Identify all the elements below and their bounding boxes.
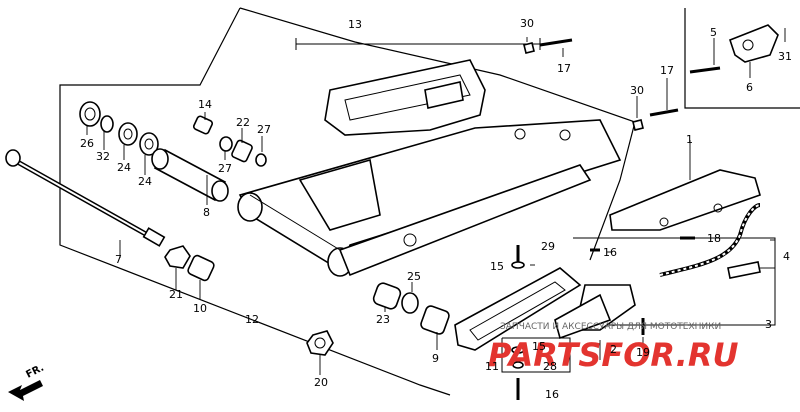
callout-24-b: 24 <box>138 175 152 188</box>
nut-and-cap <box>164 245 215 282</box>
callout-29: 29 <box>541 240 555 253</box>
callout-6: 6 <box>746 81 753 94</box>
callout-17-upper: 17 <box>557 62 571 75</box>
watermark-tagline: ЗАПЧАСТИ И АКСЕССУАРЫ ДЛЯ МОТОТЕХНИКИ <box>500 322 721 332</box>
chain-guide <box>554 284 636 340</box>
callout-labels: 1 2 3 4 5 6 7 8 9 10 11 12 13 14 15 15 1… <box>80 17 792 401</box>
callout-16-upper: 16 <box>603 246 617 259</box>
callout-8: 8 <box>203 206 210 219</box>
callout-28: 28 <box>543 360 557 373</box>
callout-10: 10 <box>193 302 207 315</box>
pivot-axle <box>5 149 166 247</box>
callout-26: 26 <box>80 137 94 150</box>
watermark-logo: PARTSFOR.RU <box>488 336 738 374</box>
callout-25: 25 <box>407 270 421 283</box>
chain-case <box>609 169 761 231</box>
callout-22: 22 <box>236 116 250 129</box>
callout-27-a: 27 <box>257 123 271 136</box>
callout-23: 23 <box>376 313 390 326</box>
callout-1: 1 <box>686 133 693 146</box>
leader-lines <box>86 28 786 375</box>
callout-15-lower: 15 <box>532 340 546 353</box>
pivot-collar <box>151 148 229 202</box>
lower-collars <box>372 282 450 335</box>
callout-11: 11 <box>485 360 499 373</box>
callout-14: 14 <box>198 98 212 111</box>
bolts <box>511 38 721 400</box>
callout-16-lower: 16 <box>545 388 559 401</box>
callout-24-a: 24 <box>117 161 131 174</box>
callout-21: 21 <box>169 288 183 301</box>
detail-box-15-28 <box>501 337 571 373</box>
chain-adjuster <box>729 24 779 63</box>
callout-30-a: 30 <box>520 17 534 30</box>
callout-5: 5 <box>710 26 717 39</box>
drive-chain <box>659 203 761 277</box>
callout-4: 4 <box>783 250 790 263</box>
callout-31: 31 <box>778 50 792 63</box>
callout-12: 12 <box>245 313 259 326</box>
swingarm-body <box>237 59 622 277</box>
callout-13: 13 <box>348 18 362 31</box>
callout-20: 20 <box>314 376 328 389</box>
callout-30-b: 30 <box>630 84 644 97</box>
bushings-upper <box>192 115 267 167</box>
bearing-stack-left <box>79 101 159 156</box>
callout-32: 32 <box>96 150 110 163</box>
assembly-frame-12 <box>59 95 451 396</box>
callout-27-b: 27 <box>218 162 232 175</box>
callout-9: 9 <box>432 352 439 365</box>
axle-nut <box>306 330 334 356</box>
detail-box-5-6 <box>684 8 800 109</box>
sticker-plate <box>727 261 761 279</box>
front-direction-arrow: FR. <box>8 362 46 401</box>
callout-2: 2 <box>610 343 617 356</box>
callout-17-lower: 17 <box>660 64 674 77</box>
callout-7: 7 <box>115 253 122 266</box>
direction-label: FR. <box>24 362 45 380</box>
callout-3: 3 <box>765 318 772 331</box>
watermark: ЗАПЧАСТИ И АКСЕССУАРЫ ДЛЯ МОТОТЕХНИКИ PA… <box>488 322 738 374</box>
callout-19: 19 <box>636 346 650 359</box>
callout-15-upper: 15 <box>490 260 504 273</box>
callout-18: 18 <box>707 232 721 245</box>
chain-slider <box>454 267 582 351</box>
